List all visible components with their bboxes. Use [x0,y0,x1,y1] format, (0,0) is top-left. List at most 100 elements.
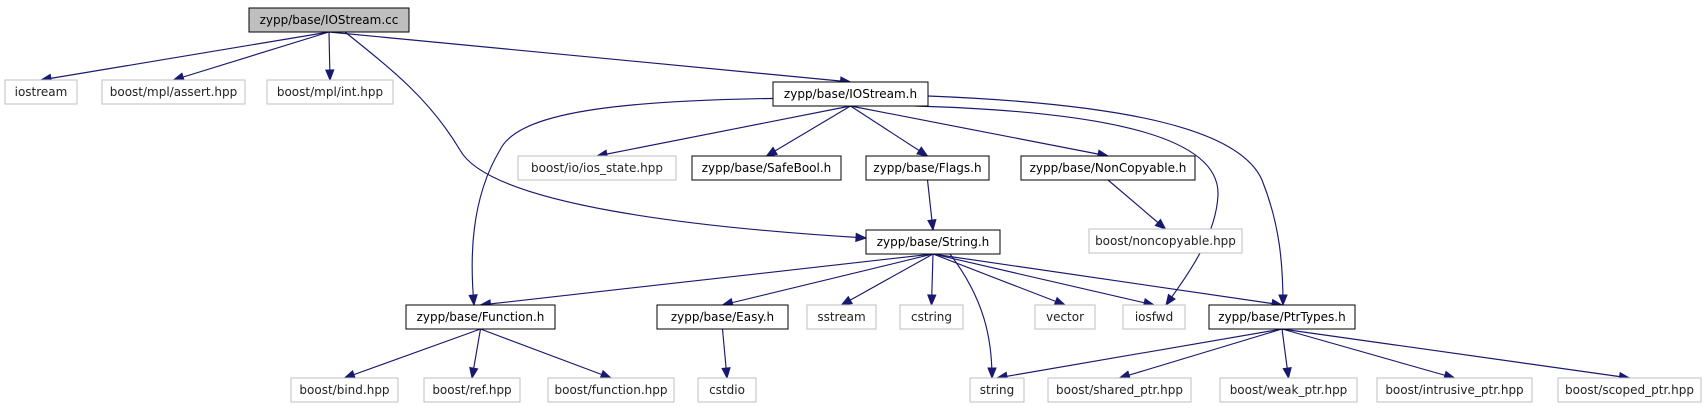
node-ios-state[interactable]: boost/io/ios_state.hpp [517,155,677,181]
node-label: zypp/base/String.h [877,235,990,249]
node-noncopyable-hpp[interactable]: boost/noncopyable.hpp [1088,228,1243,254]
node-bind[interactable]: boost/bind.hpp [290,377,399,403]
node-safebool[interactable]: zypp/base/SafeBool.h [691,155,842,181]
node-label: cstdio [709,383,745,397]
node-easy[interactable]: zypp/base/Easy.h [656,304,789,330]
edge-string-h-to-cstring-arrowhead [927,294,937,307]
node-intrusive-ptr[interactable]: boost/intrusive_ptr.hpp [1376,377,1533,403]
edge-iostream-h-to-ptrtypes-arrowhead [1278,294,1288,307]
node-box [865,155,990,181]
node-box [656,304,789,330]
node-box [1020,155,1196,181]
node-weak-ptr[interactable]: boost/weak_ptr.hpp [1219,377,1358,403]
node-label: vector [1046,310,1084,324]
node-iostream-h[interactable]: zypp/base/IOStream.h [772,81,929,107]
edge-iostream-h-to-iosfwd [914,105,1219,306]
node-label: boost/io/ios_state.hpp [531,161,663,175]
node-box [691,155,842,181]
node-cstdio[interactable]: cstdio [697,377,757,403]
node-function-hpp[interactable]: boost/function.hpp [547,377,675,403]
node-box [423,377,521,403]
node-box [969,377,1025,403]
node-iosfwd[interactable]: iosfwd [1122,304,1186,330]
node-string[interactable]: string [969,377,1025,403]
edge-string-h-to-vector [932,253,1066,306]
node-box [4,79,78,105]
edges-layer [39,31,1631,382]
node-box [1122,304,1186,330]
edge-iostream-h-to-flags [850,105,928,157]
edge-function-h-to-bind [344,328,481,379]
node-label: zypp/base/PtrTypes.h [1218,310,1345,324]
node-box [517,155,677,181]
node-label: boost/function.hpp [555,383,668,397]
edge-string-h-to-string [949,253,993,379]
node-iostream[interactable]: iostream [4,79,78,105]
node-label: zypp/base/IOStream.cc [260,13,399,27]
node-function-h[interactable]: zypp/base/Function.h [405,304,556,330]
node-ptrtypes[interactable]: zypp/base/PtrTypes.h [1208,304,1356,330]
node-label: iostream [15,85,68,99]
node-sstream[interactable]: sstream [806,304,877,330]
node-box [772,81,929,107]
edge-string-h-to-string-arrowhead [987,367,997,380]
edge-iostream-cc-to-mpl-int-arrowhead [325,69,335,82]
node-scoped-ptr[interactable]: boost/scoped_ptr.hpp [1557,377,1702,403]
edge-iostream-h-to-ios-state [596,105,851,157]
node-iostream-cc[interactable]: zypp/base/IOStream.cc [248,7,410,33]
edge-string-h-to-sstream-arrowhead [840,295,853,306]
node-label: boost/scoped_ptr.hpp [1565,383,1694,397]
edge-iostream-h-to-iosfwd-arrowhead [1165,293,1176,307]
node-flags[interactable]: zypp/base/Flags.h [865,155,990,181]
nodes-layer: zypp/base/IOStream.cc iostream boost/mpl/a… [4,7,1702,403]
edge-function-h-to-ref-arrowhead [469,366,479,380]
edge-iostream-cc-to-string-h-arrowhead [855,232,868,243]
edge-flags-to-string-h-arrowhead [927,219,937,232]
node-label: sstream [817,310,865,324]
edge-easy-to-cstdio-arrowhead [721,367,731,380]
node-box [697,377,757,403]
edge-iostream-cc-to-mpl-assert [173,31,330,81]
node-label: boost/noncopyable.hpp [1095,234,1236,248]
node-label: boost/bind.hpp [299,383,389,397]
node-label: zypp/base/Flags.h [873,161,981,175]
node-label: string [980,383,1014,397]
node-label: boost/mpl/int.hpp [277,85,383,99]
node-box [266,79,394,105]
node-box [1208,304,1356,330]
node-mpl-int[interactable]: boost/mpl/int.hpp [266,79,394,105]
edge-iostream-h-to-safebool-arrowhead [765,146,778,157]
node-label: zypp/base/SafeBool.h [702,161,832,175]
node-label: boost/mpl/assert.hpp [110,85,238,99]
edge-string-h-to-ptrtypes [932,253,1283,306]
node-string-h[interactable]: zypp/base/String.h [865,229,1001,255]
node-label: cstring [911,310,952,324]
node-cstring[interactable]: cstring [899,304,964,330]
edge-iostream-h-to-function-h-arrowhead [468,294,478,307]
edge-ptrtypes-to-intrusive-ptr [1281,328,1455,379]
node-box [899,304,964,330]
edge-iostream-h-to-ptrtypes [927,95,1284,306]
edge-noncopyable-h-to-noncopyable-hpp-arrowhead [1154,218,1167,230]
node-box [1219,377,1358,403]
node-label: zypp/base/IOStream.h [784,87,917,101]
node-box [290,377,399,403]
edge-iostream-h-to-safebool [766,105,851,157]
edge-string-h-to-function-h [480,253,934,306]
node-box [806,304,877,330]
node-label: boost/shared_ptr.hpp [1056,383,1183,397]
node-mpl-assert[interactable]: boost/mpl/assert.hpp [101,79,246,105]
node-vector[interactable]: vector [1034,304,1096,330]
edge-function-h-to-function-hpp-arrowhead [599,369,613,379]
edge-string-h-to-sstream [841,253,934,306]
node-box [248,7,410,33]
node-shared-ptr[interactable]: boost/shared_ptr.hpp [1047,377,1192,403]
node-box [1088,228,1243,254]
node-ref[interactable]: boost/ref.hpp [423,377,521,403]
edge-string-h-to-iosfwd [932,253,1155,306]
edge-iostream-h-to-noncopyable-h [850,105,1109,157]
node-box [547,377,675,403]
node-noncopyable-h[interactable]: zypp/base/NonCopyable.h [1020,155,1196,181]
edge-ptrtypes-to-string [996,328,1283,379]
